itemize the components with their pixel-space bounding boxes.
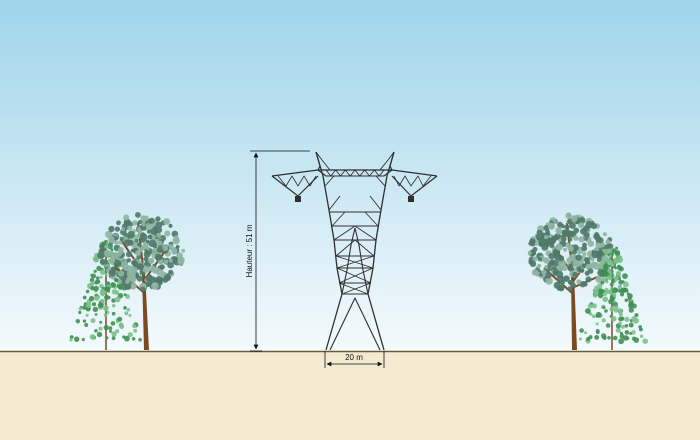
height-dimension: Hauteur : 51 m <box>245 150 310 352</box>
tree-right <box>527 212 648 350</box>
height-label: Hauteur : 51 m <box>245 224 254 277</box>
width-dimension: 20 m <box>324 351 385 368</box>
pylon-tower <box>271 151 438 351</box>
tree-left <box>69 212 186 350</box>
width-label: 20 m <box>345 353 363 362</box>
